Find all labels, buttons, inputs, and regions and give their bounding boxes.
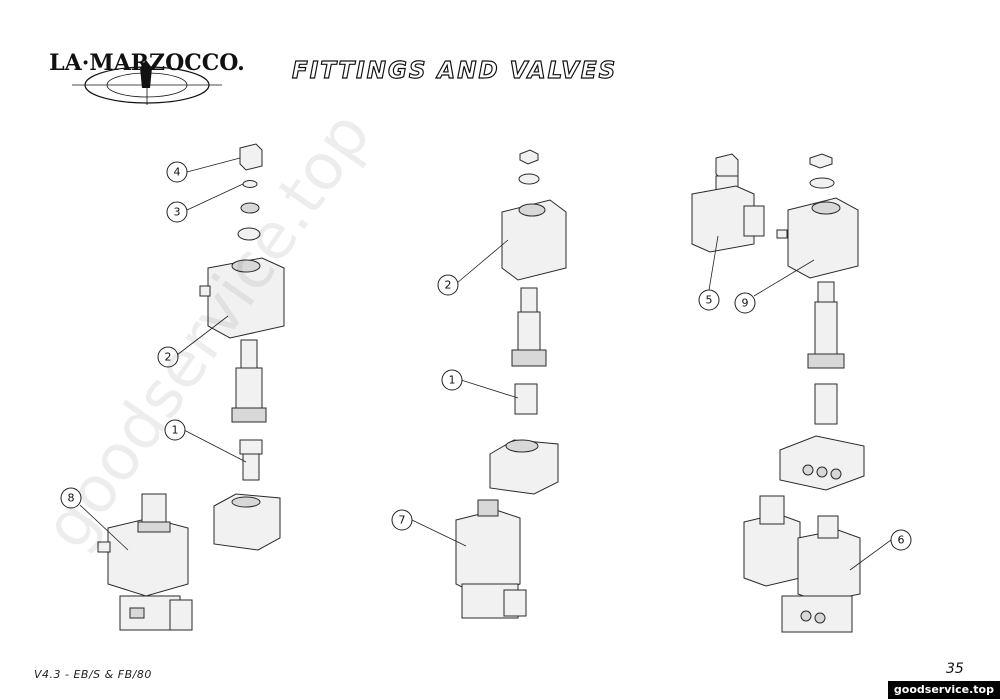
- callout-4: 4: [166, 161, 188, 183]
- la-marzocco-logo: LA·MARZOCCO.: [49, 50, 245, 105]
- brand-text: LA·MARZOCCO.: [49, 50, 245, 76]
- callout-2-left: 2: [157, 346, 179, 368]
- svg-text:9: 9: [742, 297, 749, 310]
- left-valve-assembly: [97, 143, 285, 631]
- svg-text:3: 3: [174, 206, 181, 219]
- svg-text:6: 6: [898, 534, 905, 547]
- svg-text:5: 5: [706, 294, 713, 307]
- svg-text:4: 4: [174, 166, 181, 179]
- callout-1-left: 1: [164, 419, 186, 441]
- callout-7: 7: [391, 509, 413, 531]
- callout-9: 9: [734, 292, 756, 314]
- model-label: V4.3 - EB/S & FB/80: [34, 668, 152, 681]
- svg-text:1: 1: [449, 374, 456, 387]
- callout-5: 5: [698, 289, 720, 311]
- svg-text:2: 2: [165, 351, 172, 364]
- callout-2-middle: 2: [437, 274, 459, 296]
- page-number: 35: [946, 661, 964, 677]
- svg-text:1: 1: [172, 424, 179, 437]
- svg-text:7: 7: [399, 514, 406, 527]
- page-title: FITTINGS AND VALVES: [291, 57, 618, 84]
- svg-text:8: 8: [68, 492, 75, 505]
- callout-1-middle: 1: [441, 369, 463, 391]
- svg-text:2: 2: [445, 279, 452, 292]
- callout-3: 3: [166, 201, 188, 223]
- site-badge: goodservice.top: [887, 681, 1000, 699]
- callout-6: 6: [890, 529, 912, 551]
- middle-valve-assembly: [455, 149, 567, 619]
- right-valve-assembly: [691, 153, 865, 633]
- callout-8: 8: [60, 487, 82, 509]
